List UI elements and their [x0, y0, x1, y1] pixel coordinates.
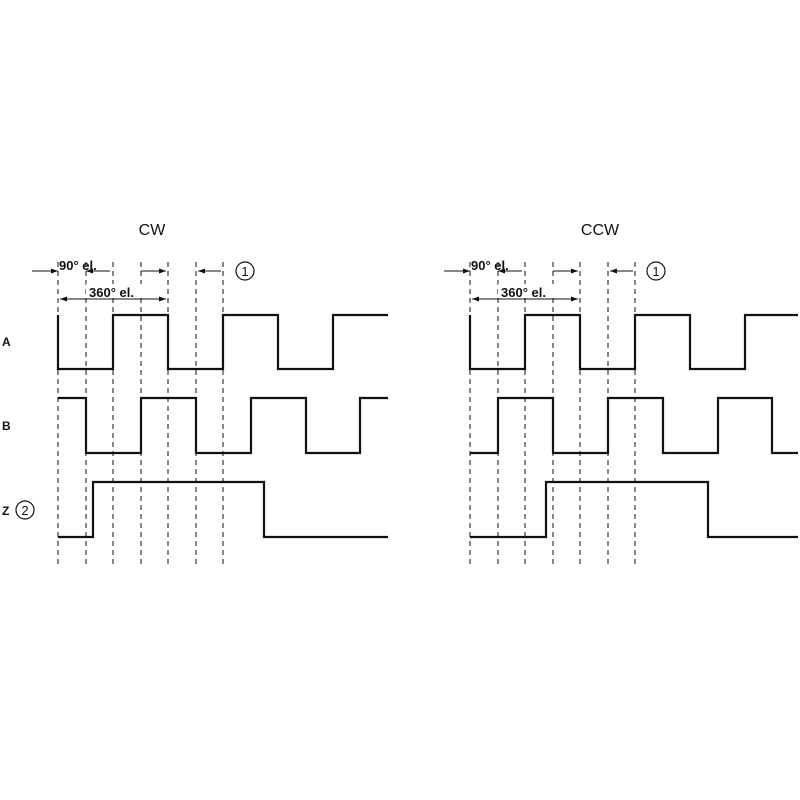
ccw-note-dimension: 1 — [610, 261, 666, 281]
cw-360-label: 360° el. — [89, 285, 134, 300]
cw-90-label: 90° el. — [59, 258, 97, 273]
channel-b-label: B — [2, 419, 11, 433]
cw-note-marker: 1 — [241, 264, 248, 279]
cw-guide-lines — [57, 262, 224, 565]
cw-note-dimension: 1 — [198, 261, 255, 281]
ccw-guide-lines — [469, 262, 636, 565]
ccw-signal-b — [470, 396, 798, 455]
cw-title: CW — [139, 222, 167, 239]
ccw-panel: CCW 90° el. 1 360° el. — [444, 222, 798, 565]
cw-signal-a — [56, 313, 388, 371]
cw-360-dimension: 360° el. — [60, 284, 166, 302]
cw-signal-b — [58, 396, 388, 455]
ccw-90-label: 90° el. — [471, 258, 509, 273]
ccw-90-dimension: 90° el. — [444, 258, 522, 274]
ccw-title: CCW — [581, 222, 620, 239]
cw-90-dimension: 90° el. — [32, 258, 110, 274]
ccw-360-label: 360° el. — [501, 285, 546, 300]
ccw-note-marker: 1 — [652, 264, 659, 279]
z-note-marker: 2 — [15, 500, 35, 520]
svg-text:2: 2 — [21, 503, 28, 518]
ccw-signal-a — [468, 313, 798, 371]
ccw-360-dimension: 360° el. — [472, 284, 578, 302]
channel-z-label: Z — [2, 504, 9, 518]
cw-panel: CW 90° el. 1 — [32, 222, 388, 565]
ccw-signal-z — [470, 480, 798, 539]
cw-signal-z — [58, 480, 388, 539]
channel-a-label: A — [2, 335, 11, 349]
